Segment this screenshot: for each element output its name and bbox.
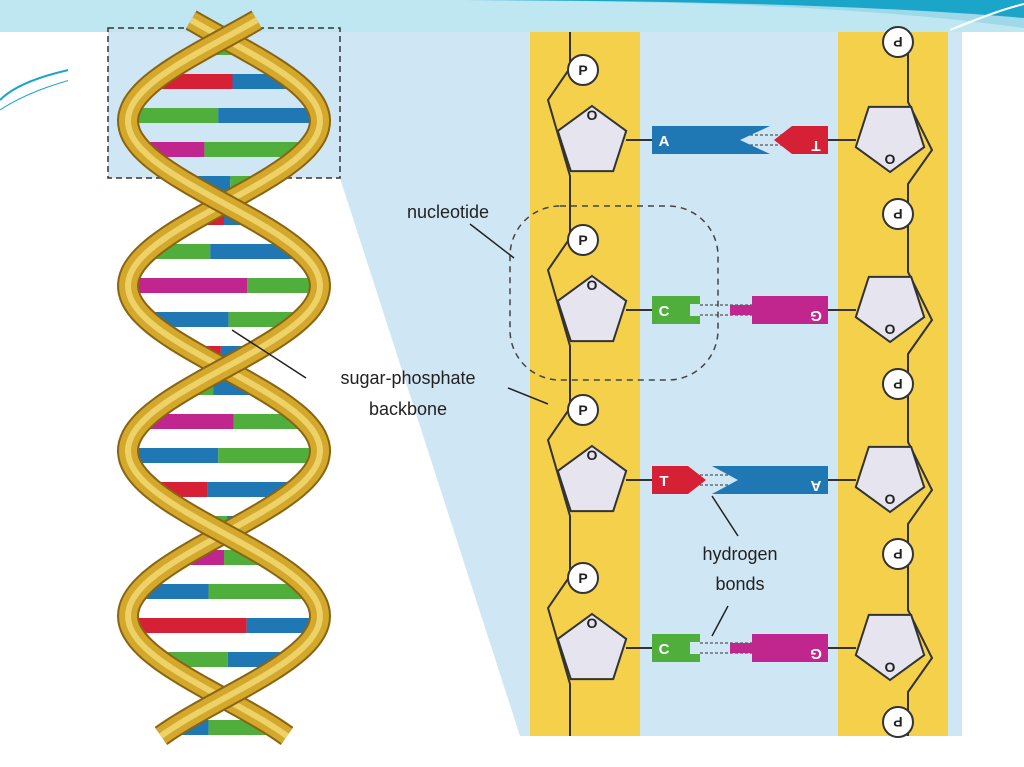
- base-letter-right: G: [810, 307, 822, 324]
- sugar-oxygen-label: O: [885, 321, 896, 337]
- sugar-oxygen-label: O: [587, 277, 598, 293]
- phosphate-group: P: [882, 706, 914, 738]
- sugar-oxygen-label: O: [587, 615, 598, 631]
- base-cytosine: [652, 296, 700, 324]
- sugar-oxygen-label: O: [885, 491, 896, 507]
- helix-base-segment: [218, 108, 320, 123]
- helix-base-segment: [128, 278, 248, 293]
- base-letter-left: C: [659, 641, 670, 658]
- phosphate-group: P: [567, 54, 599, 86]
- right-backbone-line: [907, 32, 934, 736]
- base-letter-right: T: [811, 137, 820, 154]
- deoxyribose-sugar: O: [556, 274, 628, 343]
- deoxyribose-sugar: O: [556, 612, 628, 681]
- base-letter-right: G: [810, 645, 822, 662]
- deoxyribose-sugar: O: [854, 613, 926, 682]
- phosphate-label: P: [893, 206, 902, 222]
- base-letter-left: A: [659, 133, 670, 150]
- sugar-oxygen-label: O: [587, 447, 598, 463]
- base-adenine: [712, 466, 828, 494]
- base-thymine: [774, 126, 828, 154]
- phosphate-label: P: [893, 714, 902, 730]
- base-letter-left: T: [659, 473, 668, 490]
- label-hydrogen: hydrogen: [702, 544, 777, 564]
- base-guanine: [730, 634, 828, 662]
- phosphate-group: P: [882, 538, 914, 570]
- phosphate-group: P: [567, 394, 599, 426]
- nucleotide-outline: [509, 205, 719, 381]
- deoxyribose-sugar: O: [556, 104, 628, 173]
- label-nucleotide: nucleotide: [407, 202, 489, 222]
- label-backbone-line2: backbone: [369, 399, 447, 419]
- base-adenine: [652, 126, 770, 154]
- slide-header-decoration: [0, 0, 1024, 111]
- helix-base-segment: [142, 414, 234, 429]
- phosphate-label: P: [578, 402, 587, 418]
- helix-base-segment: [208, 584, 311, 599]
- left-backbone-line: [546, 32, 571, 736]
- helix-base-segment: [204, 142, 306, 157]
- base-cytosine: [652, 634, 700, 662]
- helix-base-segment: [128, 108, 219, 123]
- base-letter-right: A: [810, 477, 821, 494]
- phosphate-group: P: [882, 198, 914, 230]
- phosphate-label: P: [578, 570, 587, 586]
- helix-base-segment: [129, 618, 247, 633]
- phosphate-label: P: [893, 376, 902, 392]
- phosphate-group: P: [882, 368, 914, 400]
- deoxyribose-sugar: O: [854, 445, 926, 514]
- base-letter-left: C: [659, 303, 670, 320]
- helix-strand-highlight: [124, 17, 324, 739]
- zoom-panel: [107, 27, 962, 736]
- deoxyribose-sugar: O: [854, 275, 926, 344]
- sugar-oxygen-label: O: [885, 659, 896, 675]
- helix-base-segment: [246, 618, 319, 633]
- phosphate-label: P: [578, 62, 587, 78]
- phosphate-group: P: [567, 562, 599, 594]
- helix-strand-highlight: [124, 17, 324, 739]
- label-backbone-line1: sugar-phosphate: [340, 368, 475, 388]
- phosphate-group: P: [567, 224, 599, 256]
- base-thymine: [652, 466, 706, 494]
- label-bonds: bonds: [715, 574, 764, 594]
- double-helix: [116, 10, 332, 746]
- phosphate-label: P: [578, 232, 587, 248]
- helix-base-segment: [218, 448, 320, 463]
- sugar-oxygen-label: O: [587, 107, 598, 123]
- phosphate-group: P: [882, 26, 914, 58]
- sugar-oxygen-label: O: [885, 151, 896, 167]
- deoxyribose-sugar: O: [556, 444, 628, 513]
- phosphate-label: P: [893, 546, 902, 562]
- helix-base-segment: [247, 278, 320, 293]
- helix-base-segment: [128, 448, 219, 463]
- phosphate-label: P: [893, 34, 902, 50]
- base-guanine: [730, 296, 828, 324]
- leader-lines: [231, 223, 739, 637]
- deoxyribose-sugar: O: [854, 105, 926, 174]
